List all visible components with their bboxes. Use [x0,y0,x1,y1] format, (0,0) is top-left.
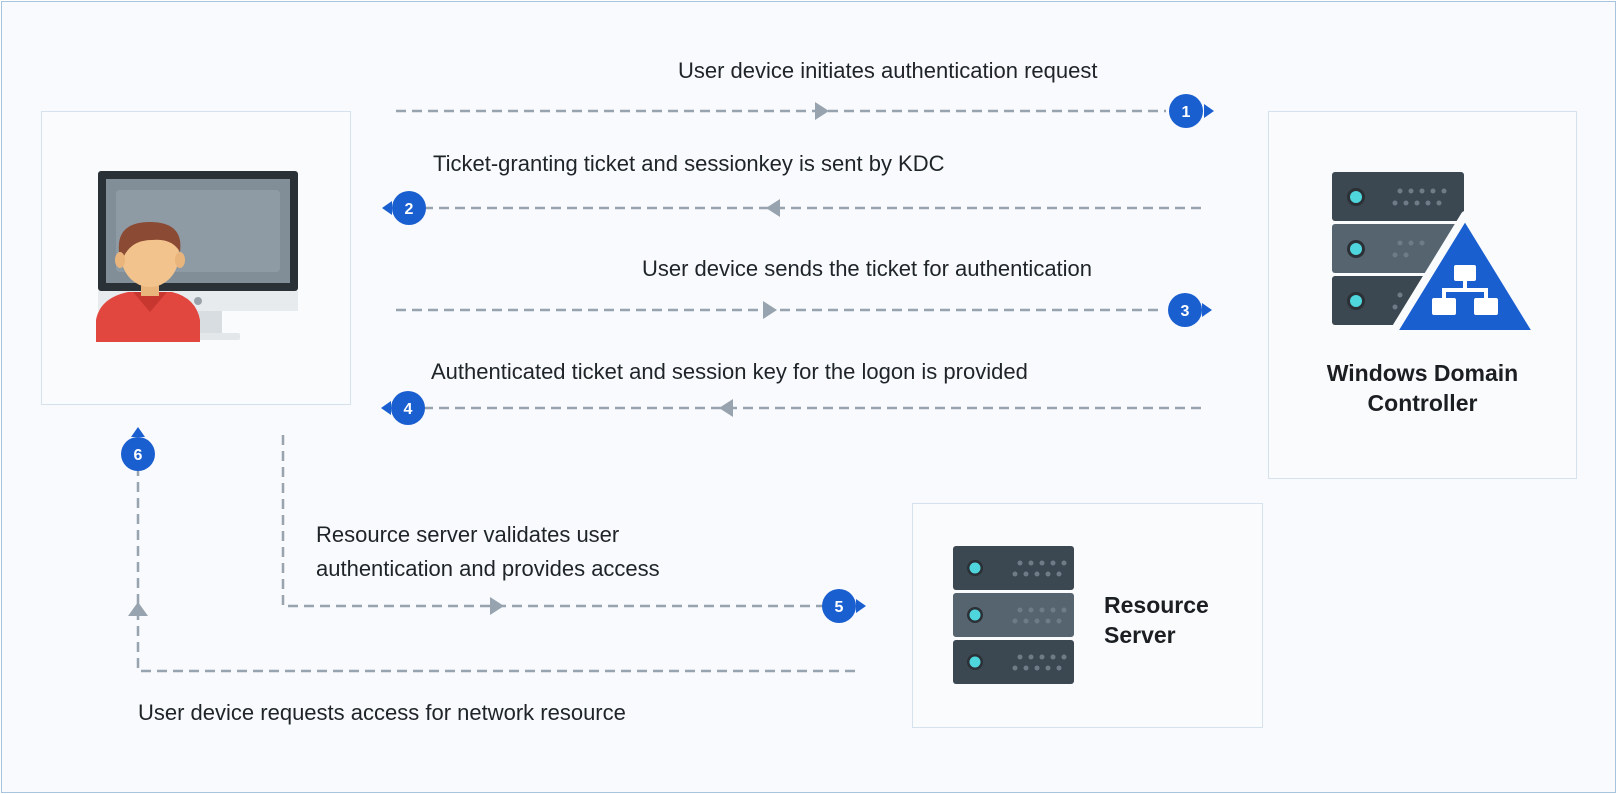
rs-led-1 [969,562,981,574]
user-shirt [96,292,200,342]
step-badge-4: 4 [381,391,425,425]
step-label-6: User device requests access for network … [138,700,626,725]
badge-pointer-1 [1204,104,1214,118]
step-label-4: Authenticated ticket and session key for… [431,359,1028,384]
direction-arrow-step-1 [815,102,829,120]
dc-vent-dots [1392,188,1447,310]
server-stack-icon [953,546,1074,684]
user-right-ear [175,252,185,268]
step-badge-2: 2 [382,191,426,225]
step-number-5: 5 [835,599,844,616]
domain-controller-title-line-2: Controller [1367,390,1478,416]
badge-pointer-5 [856,599,866,613]
badge-circle-1 [1169,94,1203,128]
domain-controller-title: Windows Domain Controller [1268,358,1577,418]
domain-controller-title-line-1: Windows Domain [1326,360,1519,386]
badge-circle-6 [121,437,155,471]
monitor-power-dot [194,297,202,305]
network-hierarchy-icon [1432,265,1498,315]
rs-led-3 [969,656,981,668]
rs-server-unit-3 [953,640,1074,684]
step-badge-6: 6 [121,427,155,471]
direction-arrow-step-4 [719,399,733,417]
step-number-4: 4 [404,401,413,418]
connector-step-5 [281,435,823,608]
user-at-monitor-icon [96,171,298,342]
badge-circle-4 [391,391,425,425]
direction-arrow-step-3 [763,301,777,319]
direction-arrow-step-6 [128,602,148,616]
badge-pointer-6 [131,427,145,437]
step-label-5: Resource server validates user authentic… [316,518,736,586]
dc-server-unit-2 [1332,224,1464,273]
resource-server-title-line-2: Server [1104,622,1176,648]
dc-led-3 [1350,295,1362,307]
rs-server-unit-1 [953,546,1074,590]
badge-pointer-2 [382,201,392,215]
rs-led-2 [969,609,981,621]
badge-circle-5 [822,589,856,623]
step-label-3: User device sends the ticket for authent… [642,256,1093,281]
direction-arrow-step-5 [490,597,504,615]
badge-circle-3 [1168,293,1202,327]
step-badge-1: 1 [1169,94,1214,128]
step-label-1: User device initiates authentication req… [678,58,1098,83]
server-stack-with-network-icon [1332,172,1542,338]
step-badge-3: 3 [1168,293,1212,327]
resource-server-title-line-1: Resource [1104,592,1209,618]
dc-led-2 [1350,243,1362,255]
badge-pointer-3 [1202,303,1212,317]
resource-server-title: Resource Server [1104,590,1254,650]
dc-server-unit-1 [1332,172,1464,221]
step-number-1: 1 [1182,104,1191,121]
user-collar [133,292,167,312]
connector-step-6 [136,468,855,673]
step-number-2: 2 [405,201,414,218]
step-label-5-line-1: Resource server validates user [316,522,620,547]
badge-pointer-4 [381,401,391,415]
direction-arrow-step-2 [766,199,780,217]
dc-led-1 [1350,191,1362,203]
user-hair [118,222,181,256]
step-badge-5: 5 [822,589,866,623]
badge-circle-2 [392,191,426,225]
step-label-5-line-2: authentication and provides access [316,556,660,581]
step-number-6: 6 [134,447,143,464]
rs-vent-dots [1012,560,1067,671]
step-number-3: 3 [1181,303,1190,320]
user-left-ear [115,252,125,268]
rs-server-unit-2 [953,593,1074,637]
step-label-2: Ticket-granting ticket and sessionkey is… [433,151,945,176]
